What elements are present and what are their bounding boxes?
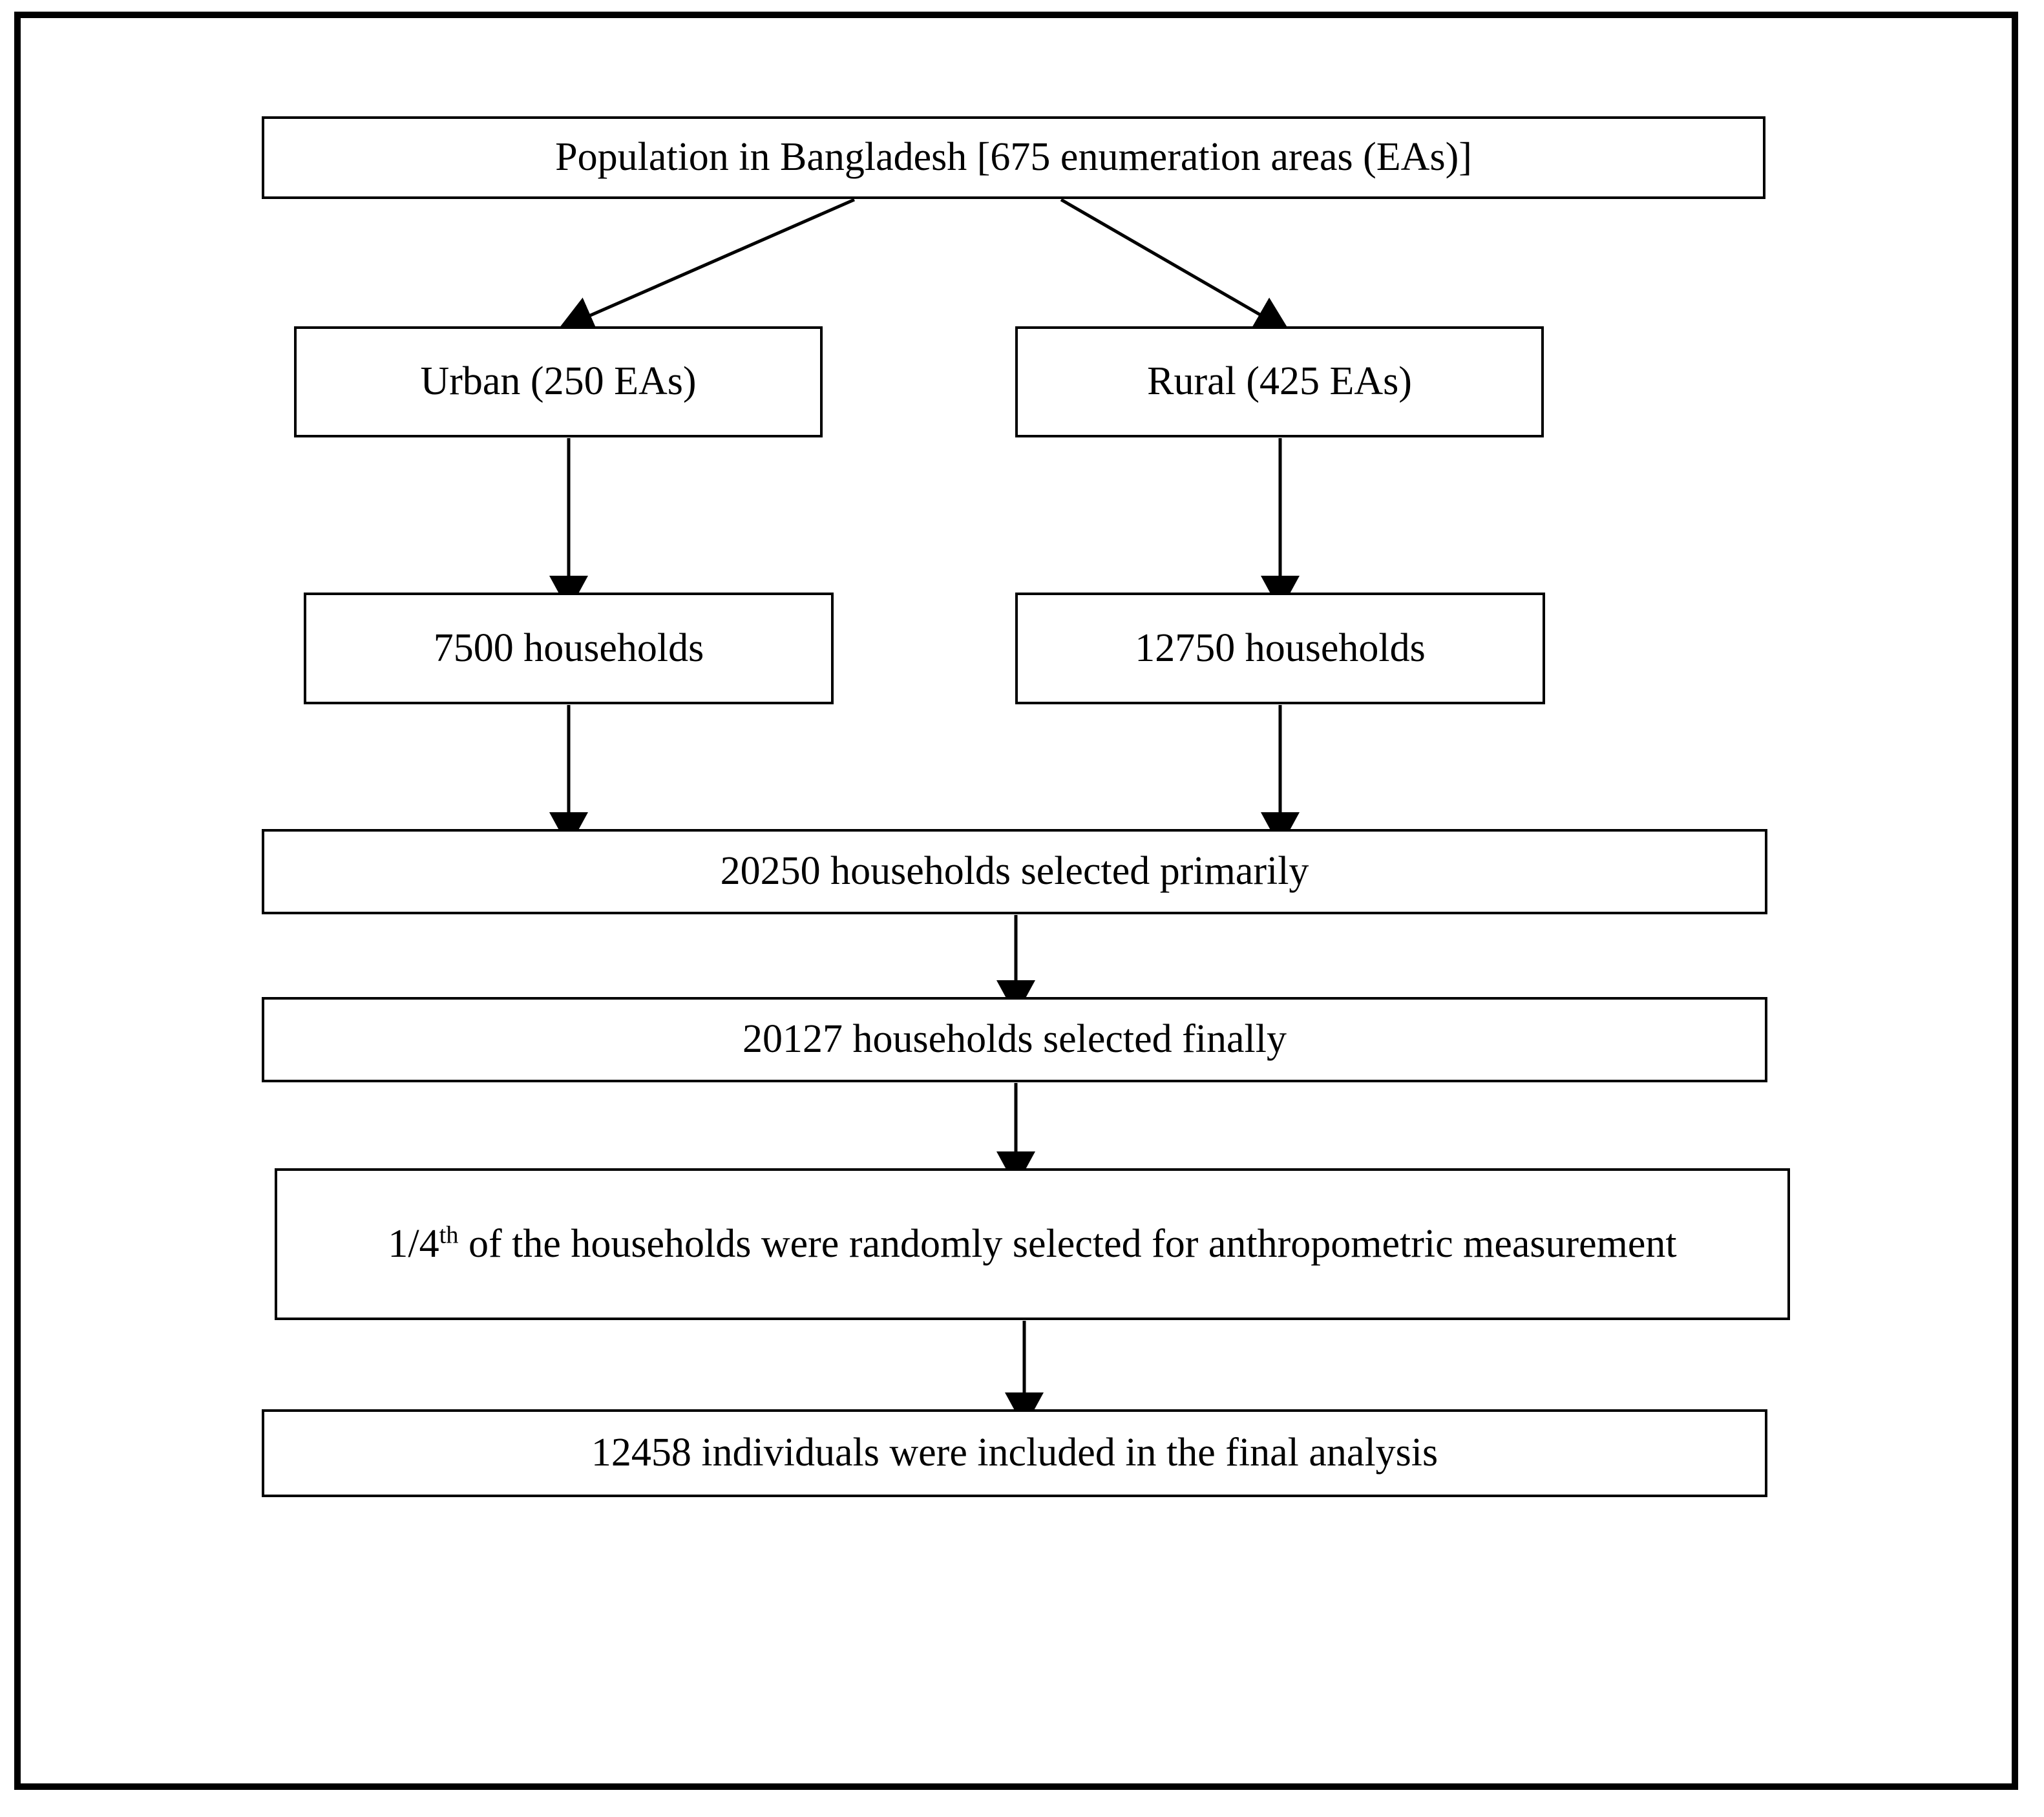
node-quarter-sample-suffix: of the households were randomly selected… — [458, 1221, 1677, 1266]
node-population: Population in Bangladesh [675 enumeratio… — [262, 116, 1765, 199]
flowchart-canvas: Population in Bangladesh [675 enumeratio… — [21, 18, 2012, 1783]
node-population-label: Population in Bangladesh [675 enumeratio… — [555, 135, 1472, 180]
node-final-analysis-label: 12458 individuals were included in the f… — [591, 1431, 1438, 1475]
node-quarter-sample-label: 1/4th of the households were randomly se… — [289, 1219, 1776, 1270]
edge-population-to-urban — [558, 198, 856, 333]
node-urban-households: 7500 households — [304, 593, 834, 704]
node-final-selection: 20127 households selected finally — [262, 997, 1767, 1082]
node-quarter-sample-superscript: th — [439, 1221, 459, 1249]
node-final-selection-label: 20127 households selected finally — [743, 1017, 1287, 1062]
node-urban: Urban (250 EAs) — [294, 326, 823, 437]
figure-outer-border: Population in Bangladesh [675 enumeratio… — [14, 12, 2018, 1790]
node-urban-households-label: 7500 households — [433, 625, 704, 670]
node-quarter-sample-prefix: 1/4 — [388, 1221, 439, 1266]
node-rural-households-label: 12750 households — [1135, 625, 1426, 670]
node-urban-label: Urban (250 EAs) — [420, 359, 697, 404]
node-rural: Rural (425 EAs) — [1015, 326, 1544, 437]
node-quarter-sample: 1/4th of the households were randomly se… — [275, 1168, 1790, 1320]
node-primary-selection-label: 20250 households selected primarily — [720, 849, 1309, 894]
node-final-analysis: 12458 individuals were included in the f… — [262, 1409, 1767, 1497]
node-rural-label: Rural (425 EAs) — [1147, 359, 1412, 404]
edge-population-to-rural — [1060, 198, 1291, 333]
node-primary-selection: 20250 households selected primarily — [262, 829, 1767, 914]
node-rural-households: 12750 households — [1015, 593, 1545, 704]
